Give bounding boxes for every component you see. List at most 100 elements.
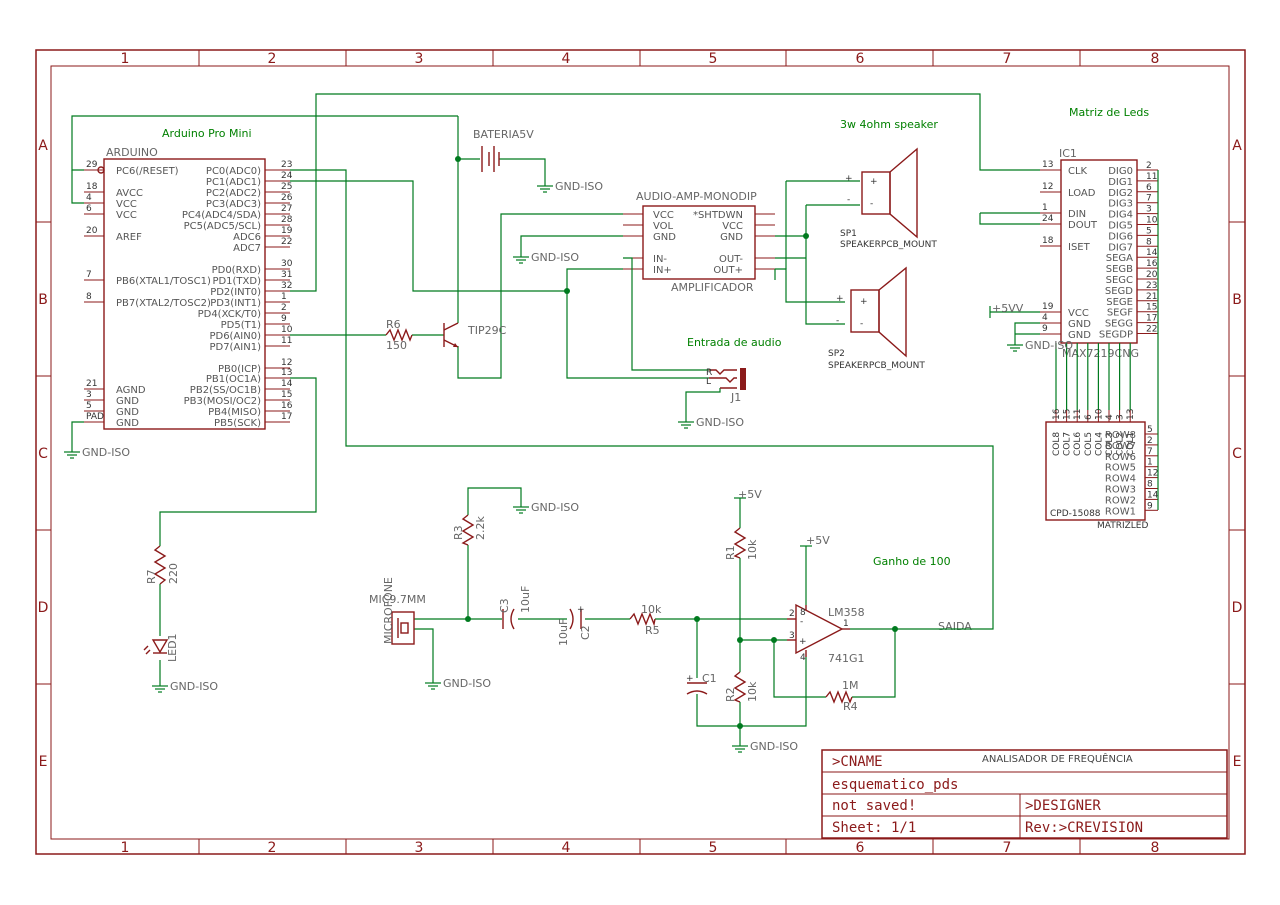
arduino-pin-number: 7 <box>86 270 92 280</box>
matrix-col-name: COL3 <box>1105 432 1115 456</box>
amp-pin-name: GND <box>720 232 743 243</box>
opamp-lm358: - + 2 3 8 4 1 LM358 741G1 <box>787 603 865 665</box>
svg-text:+: + <box>870 177 878 187</box>
arduino-symbol: ARDUINO 29PC6(/RESET)18AVCC4VCC6VCC20ARE… <box>84 146 293 430</box>
svg-text:+: + <box>845 174 853 184</box>
ic1-pin-name: DIG2 <box>1108 188 1133 199</box>
amp-pin-name: IN+ <box>653 265 672 276</box>
svg-text:+: + <box>577 605 585 615</box>
arduino-pin-name: ADC6 <box>233 232 261 243</box>
arduino-pin-name: PC3(ADC3) <box>206 199 261 210</box>
arduino-pin-number: 13 <box>281 368 292 378</box>
matrix-row-number: 2 <box>1147 436 1153 446</box>
amp-pin-name: VCC <box>722 221 743 232</box>
arduino-pin-number: 14 <box>281 379 293 389</box>
title-saved: not saved! <box>832 798 916 814</box>
ic1-pin-name: GND <box>1068 319 1091 330</box>
ground-label: GND-ISO <box>555 180 603 193</box>
zone-label-top: 6 <box>856 51 865 67</box>
arduino-pin-name: VCC <box>116 199 137 210</box>
vcc-r1: +5V <box>738 488 762 501</box>
arduino-pin-number: 6 <box>86 204 92 214</box>
arduino-pin-number: 5 <box>86 401 92 411</box>
arduino-pin-name: PB0(ICP) <box>218 364 261 375</box>
note-matrix: Matriz de Leds <box>1069 106 1149 119</box>
r3-value: 2.2k <box>474 516 487 540</box>
matrix-row-name: ROW5 <box>1105 463 1136 474</box>
arduino-pin-number: 15 <box>281 390 292 400</box>
arduino-pin-number: 31 <box>281 270 292 280</box>
matrix-col-name: COL7 <box>1063 432 1073 456</box>
led1-ref: LED1 <box>166 633 179 662</box>
opamp-ref: LM358 <box>828 606 865 619</box>
capacitor-c3: C3 10uF <box>498 586 532 630</box>
arduino-pin-number: 23 <box>281 160 292 170</box>
svg-text:-: - <box>800 617 803 627</box>
arduino-pin-name: GND <box>116 418 139 429</box>
ic1-pin-number: 13 <box>1042 160 1053 170</box>
arduino-pin-name: PD1(TXD) <box>212 276 261 287</box>
ic1-pin-number: 4 <box>1042 313 1048 323</box>
arduino-pin-name: AREF <box>116 232 142 243</box>
arduino-pin-number: 26 <box>281 193 293 203</box>
zone-label-bottom: 2 <box>268 840 277 856</box>
ic1-pin-name: SEGF <box>1107 308 1133 319</box>
matrix-row-number: 7 <box>1147 447 1153 457</box>
arduino-pin-number: 10 <box>281 325 293 335</box>
ic1-pin-name: SEGE <box>1106 297 1133 308</box>
matrix-col-number: 16 <box>1052 408 1062 420</box>
r4-value: 1M <box>842 679 859 692</box>
zone-label-bottom: 4 <box>562 840 571 856</box>
arduino-pin-number: 18 <box>86 182 98 192</box>
arduino-pin-name: PC1(ADC1) <box>206 177 261 188</box>
arduino-pin-name: AGND <box>116 385 146 396</box>
ic1-pin-number: 17 <box>1146 314 1157 324</box>
matrix-col-name: COL5 <box>1084 432 1094 456</box>
opamp-value: 741G1 <box>828 652 865 665</box>
ic1-pin-name: GND <box>1068 330 1091 341</box>
ic1-pin-number: 20 <box>1146 270 1158 280</box>
ground-label: GND-ISO <box>531 501 579 514</box>
svg-text:-: - <box>836 316 839 326</box>
amp-title: AUDIO-AMP-MONODIP <box>636 190 757 203</box>
note-arduino: Arduino Pro Mini <box>162 127 252 140</box>
r5-ref: R5 <box>645 624 660 637</box>
ic1-pin-number: 6 <box>1146 183 1152 193</box>
matrix-row-name: ROW2 <box>1105 495 1136 506</box>
arduino-pin-name: PB3(MOSI/OC2) <box>184 396 262 407</box>
title-block: >CNAME ANALISADOR DE FREQUÊNCIA esquemat… <box>821 749 1228 839</box>
arduino-pin-number: 21 <box>86 379 97 389</box>
matrix-row-number: 9 <box>1147 501 1153 511</box>
note-gain: Ganho de 100 <box>873 555 951 568</box>
arduino-pin-number: 20 <box>86 226 98 236</box>
zone-label-bottom: 1 <box>121 840 130 856</box>
matrix-row-number: 12 <box>1147 469 1158 479</box>
max7219-symbol: IC1 MAX7219CNG 13CLK12LOAD1DIN24DOUT18IS… <box>1040 147 1158 360</box>
resistor-r4: 1M R4 <box>825 679 859 713</box>
title-project: ANALISADOR DE FREQUÊNCIA <box>982 752 1133 765</box>
arduino-pin-name: PD0(RXD) <box>212 265 261 276</box>
zone-label-right: A <box>1232 138 1242 154</box>
arduino-pin-name: PB2(SS/OC1B) <box>190 385 261 396</box>
r1-value: 10k <box>746 539 759 560</box>
arduino-pin-name: PB4(MISO) <box>208 407 261 418</box>
zone-label-left: B <box>38 292 48 308</box>
matrix-col-number: 6 <box>1084 414 1094 420</box>
ground-label: GND-ISO <box>443 677 491 690</box>
zone-label-top: 7 <box>1003 51 1012 67</box>
supply-labels: +5V +5V +5VV <box>734 302 1024 547</box>
arduino-pin-number: 4 <box>86 193 92 203</box>
mic-value: MIC9.7MM <box>369 593 426 606</box>
r4-ref: R4 <box>843 700 858 713</box>
ic1-pin-name: DIG7 <box>1108 242 1133 253</box>
arduino-pin-name: PB6(XTAL1/TOSC1) <box>116 276 211 287</box>
arduino-pin-number: 22 <box>281 237 292 247</box>
ground-label: GND-ISO <box>750 740 798 753</box>
svg-text:+: + <box>686 674 694 684</box>
ic1-pin-name: SEGDP <box>1099 330 1133 341</box>
ic1-value: MAX7219CNG <box>1062 347 1139 360</box>
ic1-pin-name: DOUT <box>1068 220 1098 231</box>
zone-label-bottom: 5 <box>709 840 718 856</box>
ic1-pin-number: 8 <box>1146 237 1152 247</box>
